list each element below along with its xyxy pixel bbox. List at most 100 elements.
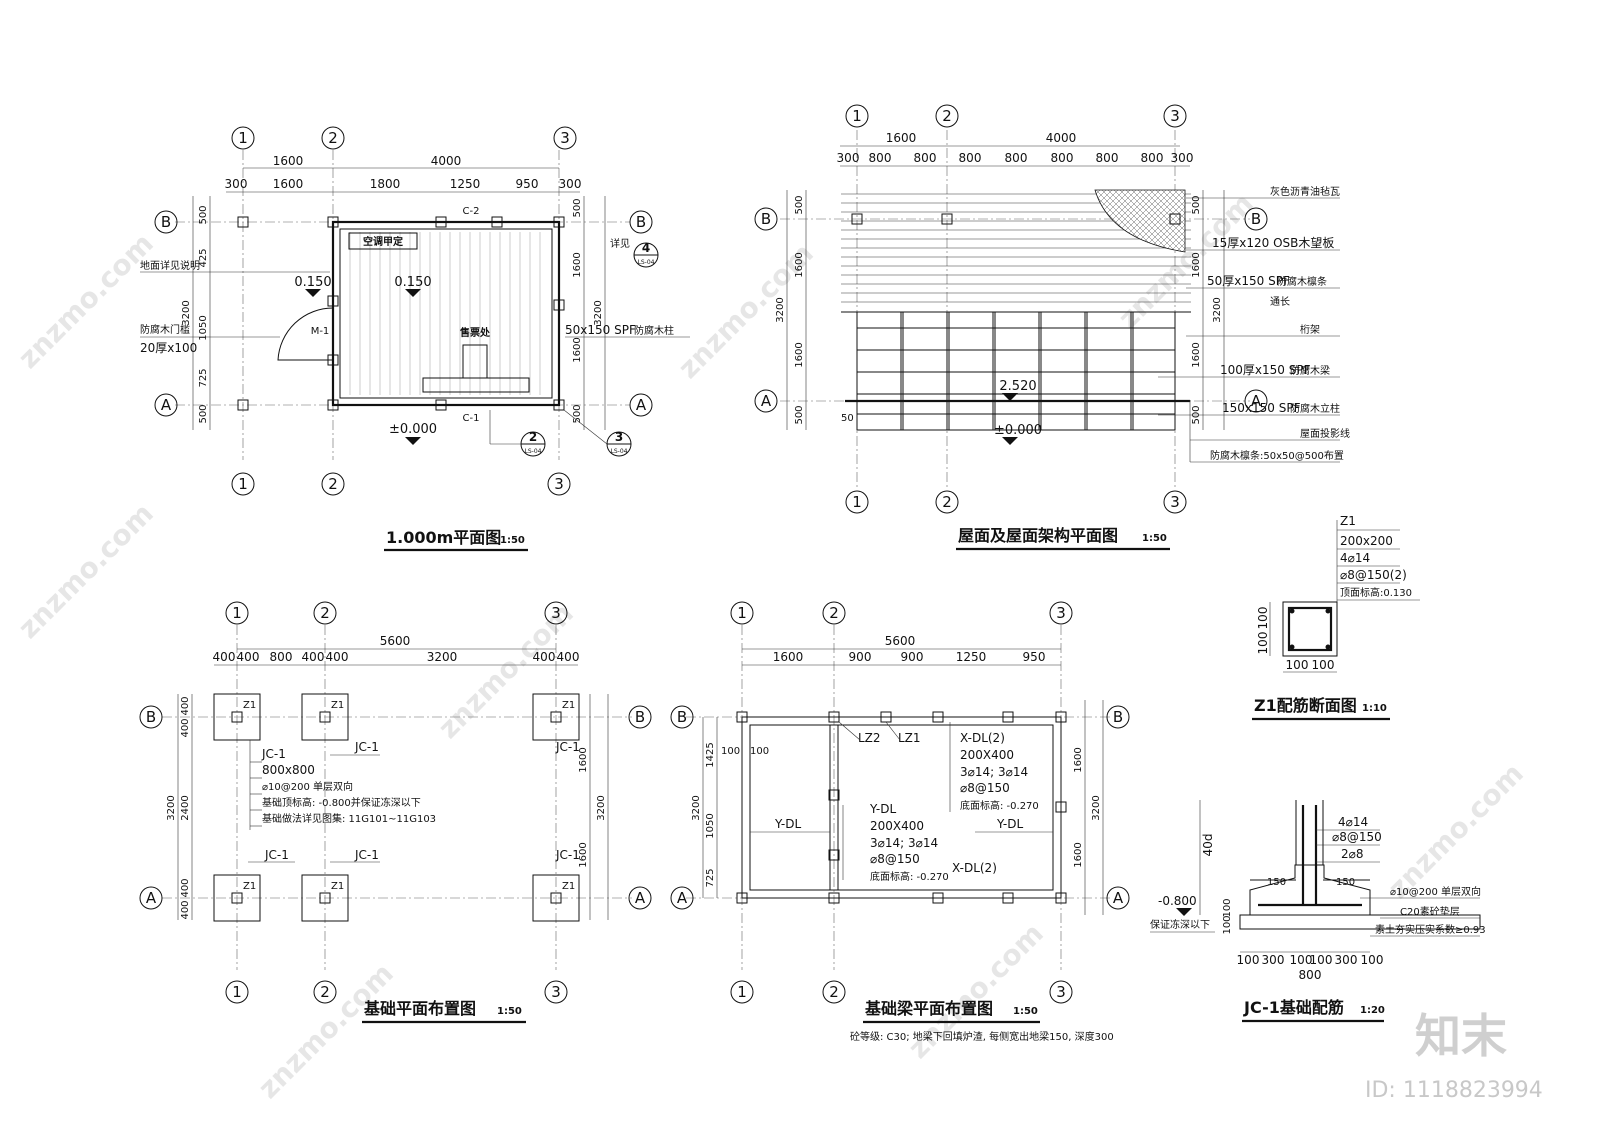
svg-text:3200: 3200 [1091, 795, 1102, 820]
svg-text:JC-1: JC-1 [264, 848, 289, 862]
column [435, 216, 447, 228]
drawing-title: 基础梁平面布置图 [864, 999, 993, 1018]
svg-text:A: A [146, 889, 157, 907]
dim-label: 800 [914, 151, 937, 165]
note: 防腐木门槛 [140, 323, 190, 336]
axis-bubble-b: B [670, 705, 694, 729]
dim-label: 800 [1051, 151, 1074, 165]
dim-label: 800 [869, 151, 892, 165]
roof-annotations: 灰色沥青油毡瓦 15厚x120 OSB木望板 50厚x150 SPF 防腐木檩条… [1158, 185, 1350, 463]
svg-text:400: 400 [213, 650, 236, 664]
svg-text:顶面标高:0.130: 顶面标高:0.130 [1340, 586, 1412, 599]
note: 防腐木柱 [634, 324, 674, 337]
svg-text:400: 400 [180, 718, 191, 737]
svg-text:100: 100 [721, 746, 740, 757]
window-tag: C-1 [463, 413, 480, 424]
svg-text:Z1: Z1 [331, 881, 344, 892]
note: ⌀10@200 单层双向 [262, 780, 353, 793]
svg-text:防腐木檩条: 防腐木檩条 [1277, 275, 1327, 288]
dim-label: 500 [794, 405, 805, 424]
svg-text:X-DL(2): X-DL(2) [960, 731, 1005, 745]
svg-text:3: 3 [1170, 493, 1180, 511]
axis-bubble-a: A [1106, 886, 1130, 910]
dim-label: 300 [837, 151, 860, 165]
note: 800x800 [262, 763, 315, 777]
svg-text:400: 400 [237, 650, 260, 664]
svg-text:C20素砼垫层: C20素砼垫层 [1400, 905, 1460, 918]
dim-label: 1600 [794, 252, 805, 277]
axis-bubble-3: 3 [544, 980, 568, 1004]
svg-text:1: 1 [737, 604, 747, 622]
svg-text:3: 3 [1170, 107, 1180, 125]
axis-bubble-1: 1 [231, 472, 255, 496]
dim-label: 1600 [572, 252, 583, 277]
detail-callout: 3 LS-04 [606, 430, 632, 457]
dim-label: 1600 [886, 131, 917, 145]
dim-label: 3200 [181, 300, 192, 325]
svg-text:40d: 40d [1201, 834, 1215, 857]
footing-body [1249, 864, 1371, 915]
axis-bubble-a: A [670, 886, 694, 910]
footing-detail: 40d 4⌀14 ⌀8@150 2⌀8 150 150 ⌀10@200 单层双向… [1150, 800, 1486, 1023]
axis-bubble-b: B [629, 210, 653, 234]
drawing-scale: 1:50 [1142, 533, 1167, 544]
svg-text:B: B [635, 708, 645, 726]
axis-bubble-a: A [628, 886, 652, 910]
svg-text:LS-04: LS-04 [525, 448, 542, 455]
beam-note: 砼等级: C30; 地梁下回填炉渣, 每侧宽出地梁150, 深度300 [850, 1030, 1114, 1043]
svg-text:1600: 1600 [1073, 747, 1084, 772]
drawing-scale: 1:20 [1360, 1005, 1385, 1016]
dim-label: 800 [1096, 151, 1119, 165]
svg-text:4: 4 [642, 241, 650, 255]
beam-plan: 1 2 3 1 2 3 B A B A 5600 1600 900 900 12… [670, 601, 1130, 1043]
svg-text:LS-04: LS-04 [611, 448, 628, 455]
axis-bubble-2: 2 [321, 472, 345, 496]
column [1169, 213, 1181, 225]
axis-bubble-2: 2 [313, 601, 337, 625]
dim-label: 1600 [794, 342, 805, 367]
svg-text:Z1: Z1 [562, 700, 575, 711]
dim-label: 500 [198, 404, 209, 423]
roof-rafters [845, 311, 1190, 431]
svg-text:3200: 3200 [691, 795, 702, 820]
axis-bubble-1: 1 [225, 601, 249, 625]
axis-bubble-1: 1 [845, 490, 869, 514]
svg-text:100: 100 [1286, 658, 1309, 672]
drawing-scale: 1:50 [500, 535, 525, 546]
dim-label: 1600 [1191, 252, 1202, 277]
svg-text:4⌀14: 4⌀14 [1338, 815, 1368, 829]
dim-label: 1250 [450, 177, 481, 191]
level-triangle [1002, 437, 1018, 445]
svg-text:1425: 1425 [705, 742, 716, 767]
dim-label: 3200 [1212, 297, 1223, 322]
axis-bubble-1: 1 [730, 601, 754, 625]
dim-label: 500 [198, 205, 209, 224]
svg-text:A: A [1113, 889, 1124, 907]
axis-bubble-a: A [1244, 389, 1268, 413]
axis-bubble-1: 1 [225, 980, 249, 1004]
drawing-title: JC-1基础配筋 [1243, 998, 1344, 1017]
axis-bubble-3: 3 [1049, 601, 1073, 625]
footing-pads [213, 693, 580, 922]
dim-label: 4000 [431, 154, 462, 168]
level-mark: 0.150 [294, 275, 331, 290]
axis-bubble-a: A [154, 393, 178, 417]
axis-bubble-b: B [754, 207, 778, 231]
window-tag: C-2 [463, 206, 480, 217]
svg-text:800: 800 [1299, 968, 1322, 982]
drawing-title: 基础平面布置图 [363, 999, 476, 1018]
svg-text:400: 400 [180, 900, 191, 919]
svg-text:900: 900 [901, 650, 924, 664]
svg-text:底面标高: -0.270: 底面标高: -0.270 [960, 799, 1039, 812]
svg-text:100: 100 [1222, 898, 1233, 917]
column [851, 213, 863, 225]
svg-text:A: A [161, 396, 172, 414]
dim-label: 1600 [273, 177, 304, 191]
axis-bubble-2: 2 [321, 126, 345, 150]
svg-text:500: 500 [572, 404, 583, 423]
svg-text:100: 100 [1256, 607, 1270, 630]
svg-text:500: 500 [572, 198, 583, 217]
svg-text:B: B [146, 708, 156, 726]
svg-text:B: B [1251, 210, 1261, 228]
svg-text:300: 300 [1335, 953, 1358, 967]
